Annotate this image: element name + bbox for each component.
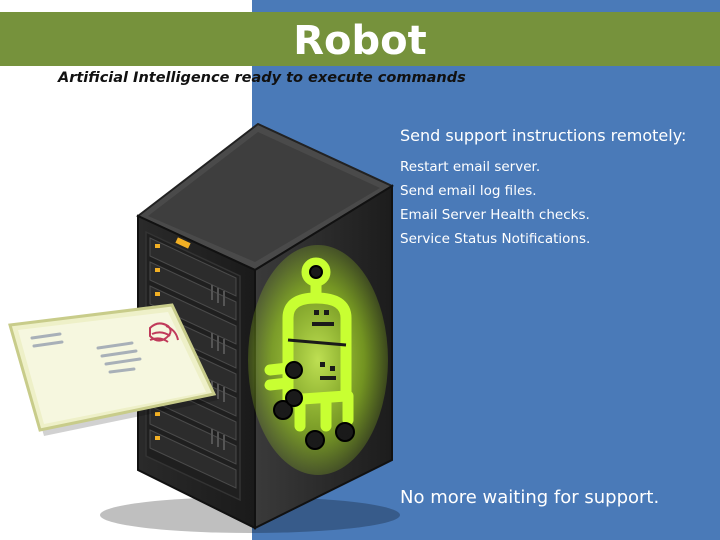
footer-message: No more waiting for support. <box>400 487 660 508</box>
list-item: Email Server Health checks. <box>400 207 590 223</box>
envelope-icon <box>8 303 218 436</box>
top-strip <box>0 0 720 12</box>
slide-title: Robot <box>0 12 720 66</box>
title-band <box>0 12 720 66</box>
list-item: Send email log files. <box>400 183 537 199</box>
list-item: Restart email server. <box>400 159 541 175</box>
list-item: Service Status Notifications. <box>400 231 591 247</box>
robot-icon <box>248 245 388 475</box>
slide-subtitle: Artificial Intelligence ready to execute… <box>58 70 466 86</box>
instructions-heading: Send support instructions remotely: <box>400 126 687 145</box>
slide-title-text: Robot <box>293 18 427 64</box>
instructions-list: Restart email server. Send email log fil… <box>400 155 710 251</box>
instructions-block: Send support instructions remotely: Rest… <box>400 126 710 251</box>
